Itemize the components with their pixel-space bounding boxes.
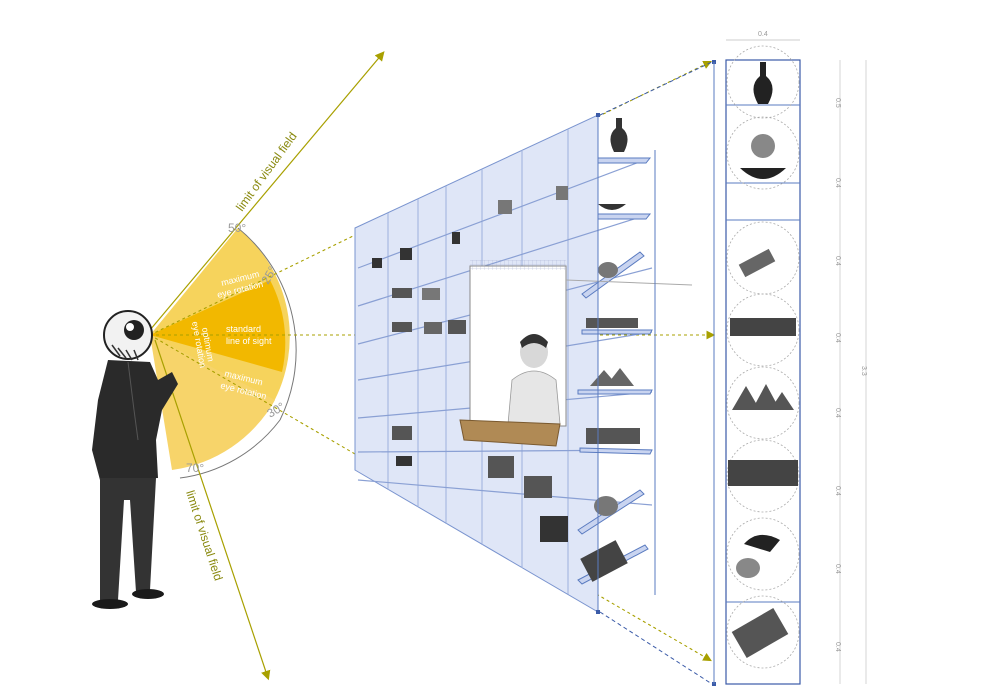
fan-lower-arc [179, 419, 281, 479]
total-height-dimension: 3.3 [860, 366, 867, 376]
figure-shoe-left [92, 599, 128, 609]
elev-bowl-icon [740, 168, 786, 179]
sight-lines [149, 60, 716, 662]
shelving-perspective [354, 61, 713, 685]
height-dim-4: 0.4 [834, 333, 841, 343]
upper-limit-label: limit of visual field [233, 129, 300, 213]
elevation-frame [725, 59, 801, 685]
lower-limit-arrow [154, 339, 271, 681]
width-dimension: 0.4 [758, 31, 768, 38]
upper-limit-arrow [149, 51, 385, 331]
figure-shoe-right [132, 589, 164, 599]
height-dim-2: 0.4 [834, 178, 841, 188]
angle-50: 50° [228, 221, 246, 235]
height-dim-8: 0.4 [834, 642, 841, 652]
lower-limit-label: limit of visual field [183, 489, 225, 583]
elev-vase-icon [753, 62, 773, 104]
vase-icon [610, 118, 628, 152]
height-dim-6: 0.4 [834, 486, 841, 496]
bowl-icon [598, 204, 626, 210]
standard-line1: standard [226, 324, 261, 334]
elevation-column: 0.4 0.5 0.4 0.4 0.4 0.4 0.4 0.4 0.4 3.3 [712, 31, 867, 686]
height-dim-1: 0.5 [834, 98, 841, 108]
height-dim-5: 0.4 [834, 408, 841, 418]
standing-figure [92, 310, 178, 609]
fan-outer-arc [237, 227, 297, 421]
height-dim-7: 0.4 [834, 564, 841, 574]
viewing-fan [150, 227, 297, 479]
fan-inner-sector [150, 280, 286, 372]
standard-line2: line of sight [226, 336, 272, 346]
fan-lower-sector [150, 335, 275, 470]
height-dim-3: 0.4 [834, 256, 841, 266]
height-dimensions: 0.5 0.4 0.4 0.4 0.4 0.4 0.4 0.4 [834, 98, 841, 652]
service-counter [459, 419, 561, 447]
angle-70: 70° [186, 461, 204, 475]
eye-icon [124, 320, 144, 340]
clerk-figure [507, 334, 561, 425]
figure-legs [100, 478, 156, 600]
